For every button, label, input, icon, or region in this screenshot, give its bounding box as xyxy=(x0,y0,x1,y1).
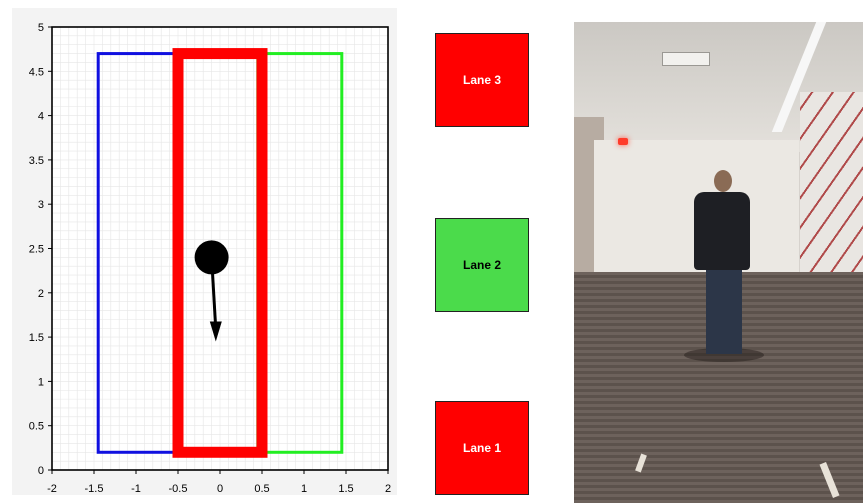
lane-2-label: Lane 2 xyxy=(462,258,501,272)
x-tick-label: 0 xyxy=(217,483,223,495)
y-tick-label: 0.5 xyxy=(29,421,44,433)
current-lane-rect xyxy=(172,48,268,458)
y-tick-label: 0 xyxy=(38,465,44,477)
camera-photo xyxy=(574,22,863,503)
y-tick-label: 1.5 xyxy=(29,332,44,344)
y-tick-label: 5 xyxy=(38,22,44,34)
x-tick-label: 2 xyxy=(385,483,391,495)
lane-position-plot: -2 -1.5 -1 -0.5 0 0.5 1 1.5 2 0 0.5 1 1.5 2 2.5 3 3.5 4 4.… xyxy=(0,0,400,503)
photo-ceiling-light xyxy=(662,52,710,66)
lane-1-indicator: Lane 1 xyxy=(435,401,529,495)
photo-exit-sign xyxy=(618,138,628,145)
photo-person-head xyxy=(714,170,732,192)
x-tick-label: -1.5 xyxy=(85,483,104,495)
x-tick-label: 1.5 xyxy=(338,483,353,495)
photo-person-torso xyxy=(694,192,750,270)
person-position-marker xyxy=(194,240,229,275)
y-tick-label: 2.5 xyxy=(29,244,44,256)
lane-3-indicator: Lane 3 xyxy=(435,33,529,127)
plot-svg: -2 -1.5 -1 -0.5 0 0.5 1 1.5 2 0 0.5 1 1.5 2 2.5 3 3.5 4 4.… xyxy=(12,8,397,495)
photo-person-shadow xyxy=(684,348,764,362)
y-tick-label: 3.5 xyxy=(29,155,44,167)
y-tick-label: 1 xyxy=(38,376,44,388)
lane-3-label: Lane 3 xyxy=(462,73,501,87)
heading-arrow-head xyxy=(209,321,222,342)
y-tick-label: 4 xyxy=(38,111,44,123)
lane-2-indicator: Lane 2 xyxy=(435,218,529,312)
y-tick-label: 4.5 xyxy=(29,66,44,78)
x-tick-label: 0.5 xyxy=(254,483,269,495)
x-tick-label: -1 xyxy=(131,483,141,495)
x-tick-label: 1 xyxy=(301,483,307,495)
x-tick-label: -0.5 xyxy=(169,483,188,495)
lane-1-label: Lane 1 xyxy=(462,441,501,455)
y-tick-label: 3 xyxy=(38,199,44,211)
y-tick-label: 2 xyxy=(38,288,44,300)
photo-person-legs xyxy=(706,268,742,354)
x-tick-label: -2 xyxy=(47,483,57,495)
